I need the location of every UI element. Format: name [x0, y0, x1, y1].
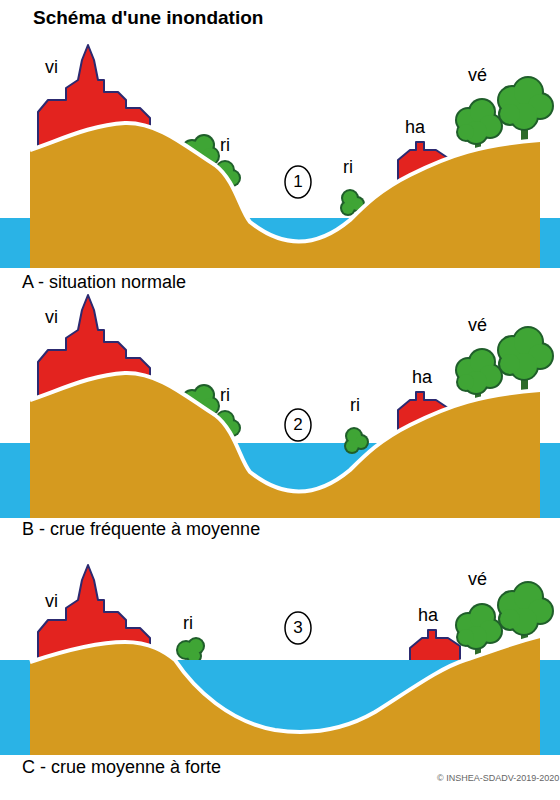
valley-ground [30, 123, 540, 268]
callout-circle: 2 [284, 408, 312, 442]
place-label: vé [468, 316, 487, 336]
place-label: ri [220, 386, 230, 406]
riverside-bush [344, 427, 369, 454]
riverside-bush [176, 637, 205, 664]
place-label: ri [220, 136, 230, 156]
place-label: ri [343, 158, 353, 178]
panel-frequent-flood [0, 295, 560, 518]
callout-number: 2 [293, 415, 302, 435]
valley-ground [30, 636, 540, 755]
panel-caption: A - situation normale [22, 273, 186, 293]
place-label: vé [468, 66, 487, 86]
place-label: vi [45, 308, 58, 328]
place-label: ha [412, 368, 432, 388]
callout-number: 1 [293, 172, 302, 192]
circle-shape [285, 612, 311, 644]
circle-shape [285, 409, 311, 441]
place-label: vi [45, 592, 58, 612]
place-label: ri [350, 396, 360, 416]
panel-caption: B - crue fréquente à moyenne [22, 520, 260, 540]
panel-normal [0, 45, 560, 268]
valley-ground [30, 373, 540, 518]
diagram-title: Schéma d'une inondation [33, 8, 263, 29]
place-label: ha [418, 606, 438, 626]
callout-number: 3 [293, 618, 302, 638]
place-label: ha [405, 118, 425, 138]
place-label: vi [45, 58, 58, 78]
panel-strong-flood [0, 565, 560, 755]
circle-shape [285, 166, 311, 198]
place-label: vé [468, 570, 487, 590]
ground-edge [30, 636, 540, 732]
place-label: ri [183, 614, 193, 634]
panel-caption: C - crue moyenne à forte [22, 758, 221, 778]
callout-circle: 3 [284, 611, 312, 645]
copyright-note: © INSHEA-SDADV-2019-2020 [437, 774, 559, 784]
ground-edge [30, 373, 540, 492]
callout-circle: 1 [284, 165, 312, 199]
ground-edge [30, 123, 540, 242]
